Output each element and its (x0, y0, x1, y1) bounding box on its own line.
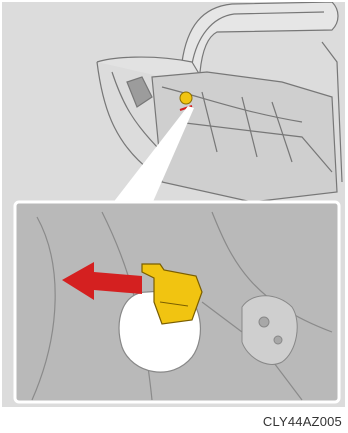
illustration-frame (2, 2, 345, 407)
inset-bracket-assembly (242, 296, 297, 365)
hook-location-marker (180, 92, 192, 104)
figure-code-label: CLY44AZ005 (263, 414, 342, 429)
trunk-illustration (2, 2, 345, 407)
inset-bracket (242, 296, 297, 365)
inset-bolt-1 (259, 317, 269, 327)
inset-bolt-2 (274, 336, 282, 344)
detail-inset (15, 202, 339, 402)
